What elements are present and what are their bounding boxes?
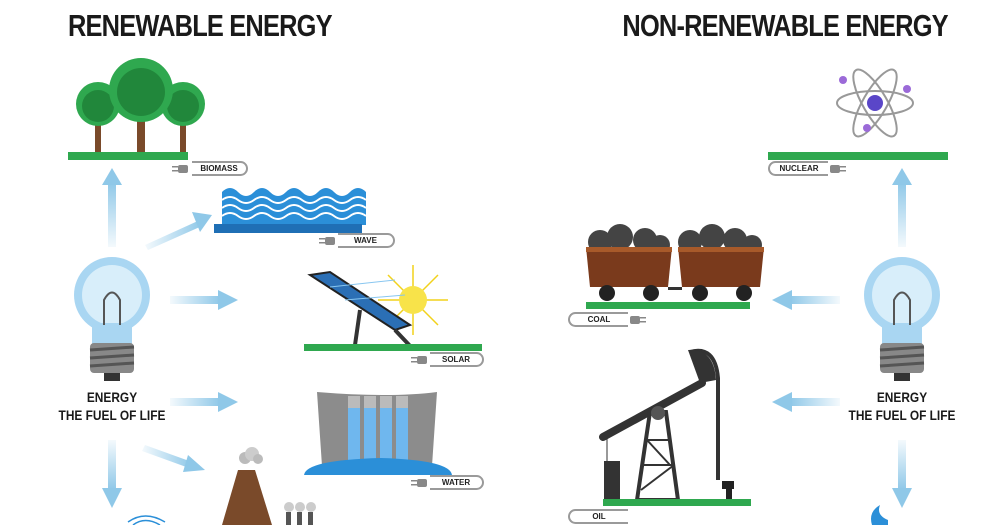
caption-line: THE FUEL OF LIFE [848,407,956,423]
dam-icon [304,392,452,475]
arrows-left [102,168,238,508]
volcano-icon [222,447,316,525]
non-renewable-title: NON-RENEWABLE ENERGY [622,8,949,43]
renewable-title: RENEWABLE ENERGY [68,8,333,43]
caption-line: ENERGY [876,389,928,405]
nuclear-label: NUCLEAR [768,161,828,176]
biomass-label: BIOMASS [192,161,248,176]
caption-line: THE FUEL OF LIFE [58,407,166,423]
coal-cart-icon [586,224,764,309]
solar-panel-icon [304,265,482,351]
trees-icon [68,58,205,160]
atom-icon [768,68,948,160]
coal-label: COAL [568,312,628,327]
lightbulb-icon [72,255,152,383]
wave-label: WAVE [338,233,395,248]
gas-flame-icon [871,505,888,525]
bulb-caption-left: ENERGY THE FUEL OF LIFE [53,388,172,424]
bulb-caption-right: ENERGY THE FUEL OF LIFE [843,388,962,424]
wave-icon [214,188,367,233]
oil-label: OIL [568,509,628,524]
oil-pump-icon [599,348,751,506]
wind-icon [127,515,166,525]
lightbulb-icon [862,255,942,383]
solar-label: SOLAR [430,352,484,367]
water-label: WATER [430,475,484,490]
arrows-right [772,168,912,508]
plug-icons [172,165,846,487]
caption-line: ENERGY [86,389,138,405]
